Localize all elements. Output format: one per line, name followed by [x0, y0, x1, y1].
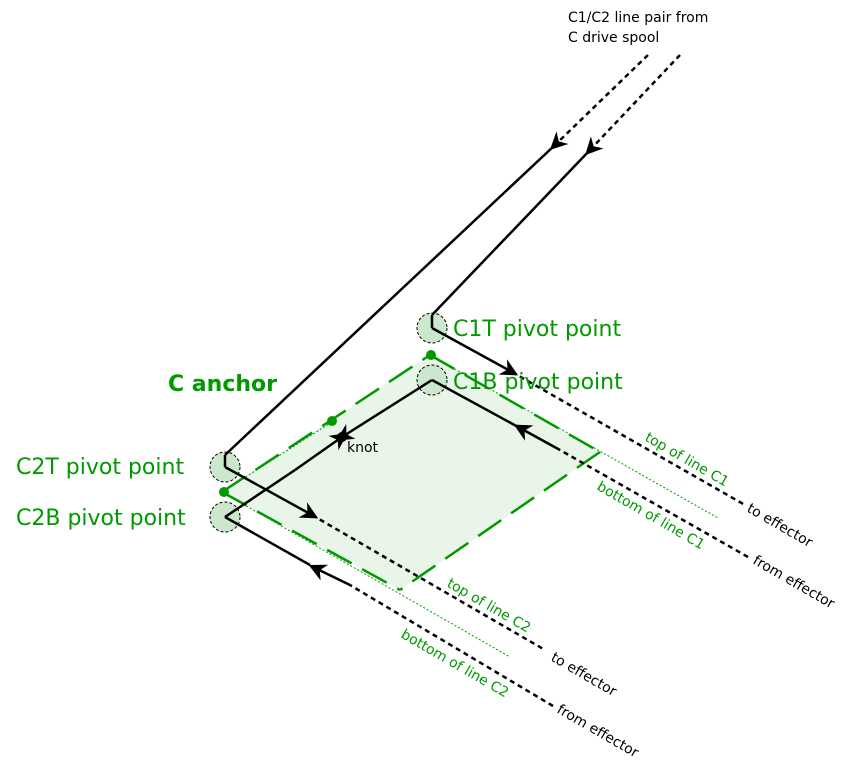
c2b-label: C2B pivot point — [16, 506, 186, 531]
spool-line-c2 — [224, 144, 556, 456]
c2b-knot-line-2 — [294, 432, 348, 472]
c1b-from-effector-dash — [559, 448, 749, 559]
c2b-line — [224, 515, 311, 567]
c1t-label: C1T pivot point — [453, 317, 621, 342]
c1t-out-line — [431, 326, 519, 376]
c2b-from-effector-dash — [349, 583, 554, 708]
c2t-label: C2T pivot point — [16, 455, 184, 480]
c1-contact-dot — [426, 350, 436, 360]
c1b-in-line — [513, 424, 561, 452]
spool-label-line2: C drive spool — [568, 30, 659, 46]
c2-contact-dot — [219, 487, 229, 497]
anchor-title: C anchor — [168, 372, 277, 397]
spool-dash-c2 — [549, 54, 649, 150]
left-lower-edge — [221, 490, 401, 592]
c2-from-effector-label: from effector — [554, 702, 641, 762]
mid-contact-dot — [327, 416, 337, 426]
c2b-knot-line — [224, 468, 296, 519]
c1b-to-knot — [336, 378, 433, 441]
bottom-of-line-c2-label: bottom of line C2 — [398, 627, 511, 702]
c1b-label: C1B pivot point — [453, 370, 623, 395]
spool-dash-c1 — [585, 54, 681, 156]
spool-line-c1 — [431, 149, 591, 316]
top-of-line-c1-label: top of line C1 — [642, 430, 731, 491]
top-line-c2-guide — [221, 491, 511, 658]
c1-to-effector-label: to effector — [744, 501, 815, 551]
bottom-of-line-c1-label: bottom of line C1 — [594, 479, 707, 554]
top-of-line-c2-label: top of line C2 — [444, 576, 533, 637]
c2t-out-line — [224, 465, 319, 519]
inner-guide — [221, 421, 333, 493]
anchor-area — [222, 355, 600, 590]
spool-label-line1: C1/C2 line pair from — [568, 10, 708, 26]
knot-label: knot — [347, 440, 379, 456]
top-line-c2-edge — [221, 353, 431, 494]
c2-to-effector-label: to effector — [548, 650, 619, 700]
bottom-line-c2-edge — [399, 450, 601, 592]
c2b-in-line — [308, 564, 351, 587]
c1-from-effector-label: from effector — [750, 553, 837, 613]
c1b-line — [431, 378, 521, 430]
top-line-c1-guide — [429, 354, 719, 519]
knot-dot — [337, 432, 347, 442]
